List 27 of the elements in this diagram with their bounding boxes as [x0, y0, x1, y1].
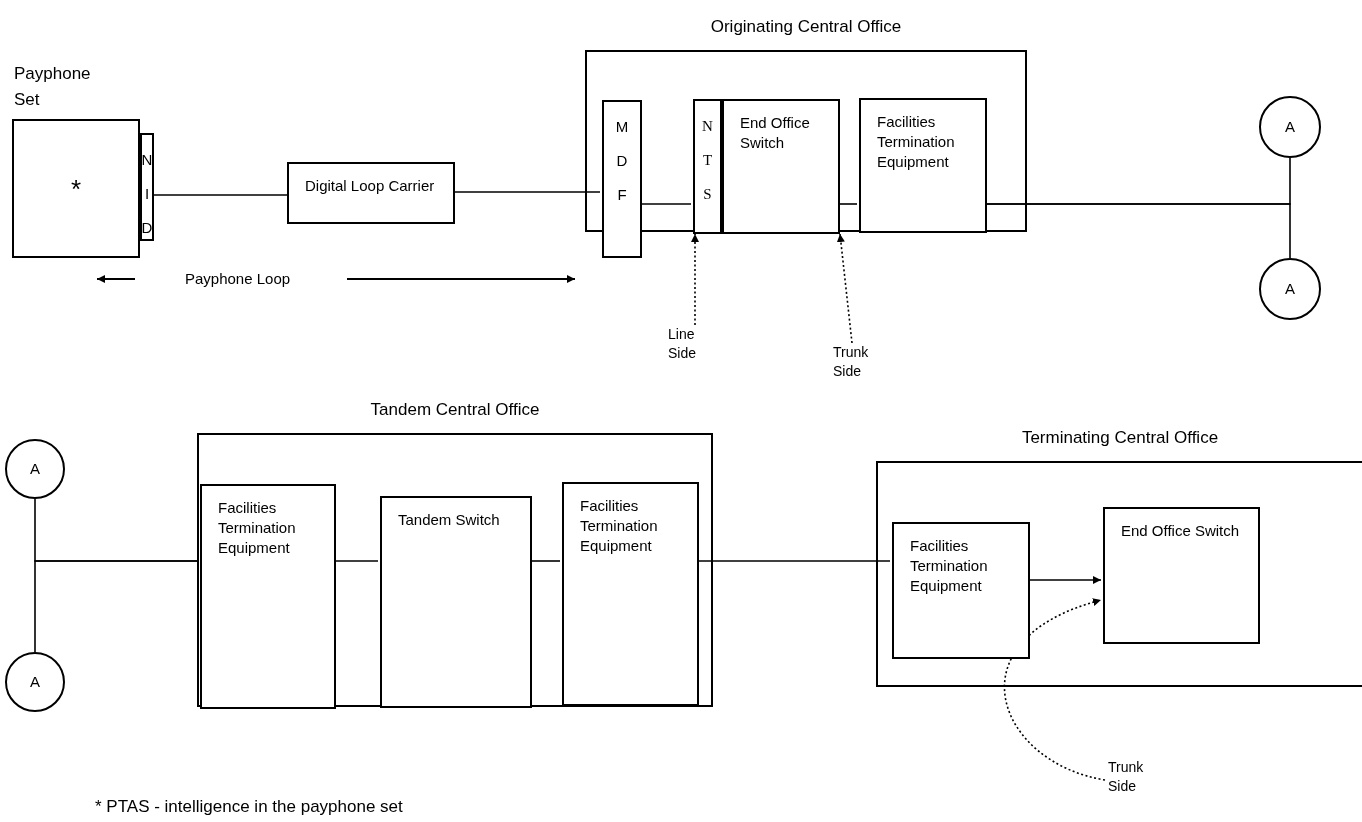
equipment-box: Facilities Termination Equipment	[892, 522, 1030, 659]
letter-column-box: M D F	[602, 100, 642, 258]
office-heading: Tandem Central Office	[369, 399, 541, 421]
dimension-label: Payphone Loop	[185, 269, 291, 289]
leader-line	[836, 233, 853, 344]
office-heading: Terminating Central Office	[1020, 427, 1220, 449]
equipment-box: Facilities Termination Equipment	[859, 98, 987, 233]
connection-line	[34, 560, 199, 653]
leader-line	[691, 233, 699, 326]
leader-line	[1004, 598, 1106, 781]
asterisk-mark: *	[70, 175, 82, 202]
equipment-box: Tandem Switch	[380, 496, 532, 708]
equipment-box: Facilities Termination Equipment	[562, 482, 699, 706]
connection-line	[454, 191, 601, 193]
payphone-heading: Payphone Set	[14, 63, 92, 111]
equipment-box: Digital Loop Carrier	[287, 162, 455, 224]
footnote: * PTAS - intelligence in the payphone set	[95, 796, 403, 818]
side-label: Trunk Side	[833, 343, 881, 383]
letter-column-box: N I D	[140, 133, 154, 241]
side-label: Trunk Side	[1108, 758, 1158, 800]
connection-line	[153, 194, 288, 196]
equipment-box: End Office Switch	[722, 99, 840, 234]
equipment-box: End Office Switch	[1103, 507, 1260, 644]
side-label: Line Side	[668, 325, 714, 363]
office-heading: Originating Central Office	[709, 16, 903, 38]
letter-column-box: N T S	[693, 99, 722, 234]
equipment-box: Facilities Termination Equipment	[200, 484, 336, 709]
